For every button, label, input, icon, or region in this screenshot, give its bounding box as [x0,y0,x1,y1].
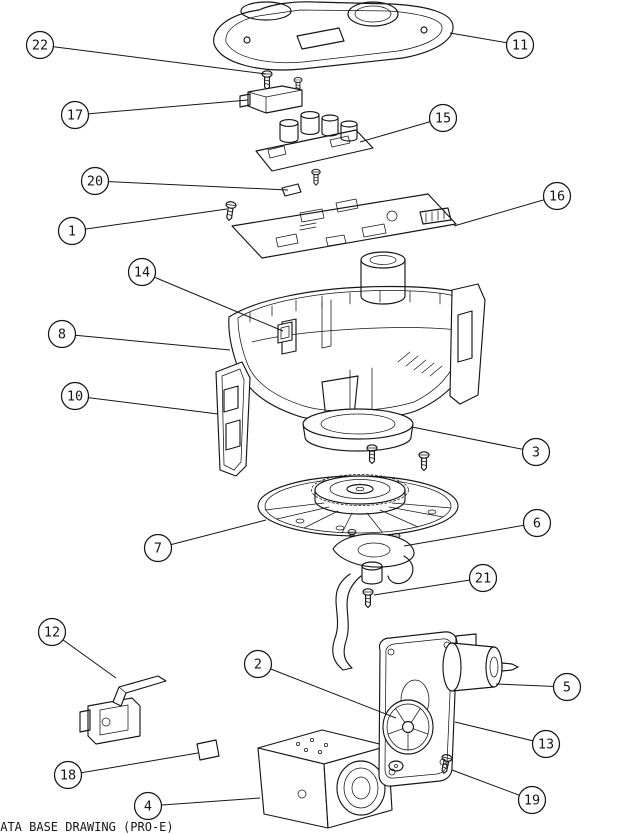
part-housing-clip [277,321,293,344]
screw-disc-right [418,451,430,472]
part-gear-disc [257,474,459,537]
svg-text:21: 21 [475,571,491,587]
screw-bracket [362,588,374,609]
part-lens-ring [302,408,414,452]
svg-text:4: 4 [144,799,152,815]
svg-text:19: 19 [524,793,540,809]
leader-lines [39,32,568,807]
svg-text:6: 6 [533,516,541,532]
part-standoff-connector [281,168,321,197]
svg-text:13: 13 [538,737,554,753]
balloon-7: 7 [143,533,173,563]
balloon-12: 12 [37,617,67,647]
balloon-5: 5 [552,672,582,702]
part-chip-square [196,739,220,761]
part-main-housing [228,285,479,421]
svg-text:14: 14 [134,265,150,281]
svg-text:12: 12 [44,625,60,641]
svg-text:7: 7 [154,541,162,557]
svg-text:2: 2 [254,657,262,673]
balloon-8: 8 [47,319,77,349]
balloon-16: 16 [542,181,572,211]
svg-text:15: 15 [435,111,451,127]
svg-text:17: 17 [67,108,83,124]
balloon-6: 6 [522,508,552,538]
part-upper-pcb [255,111,374,172]
balloon-14: 14 [127,257,157,287]
balloon-10: 10 [60,381,90,411]
part-top-cover-plate [213,1,454,71]
part-motor-cylinder [360,251,406,305]
balloon-2: 2 [243,649,273,679]
svg-text:20: 20 [87,174,103,190]
part-flex-assembly [79,675,167,745]
balloon-11: 11 [505,30,535,60]
svg-text:5: 5 [563,680,571,696]
part-camera-block [257,729,393,829]
part-pan-motor [442,633,519,692]
drawing-note: DATA BASE DRAWING (PRO-E) [0,820,174,834]
balloon-19: 19 [517,785,547,815]
balloon-18: 18 [53,760,83,790]
part-left-bracket [215,361,251,477]
balloon-15: 15 [428,103,458,133]
part-ribbon-cable [332,573,362,671]
part-main-pcb [231,193,457,259]
part-bracket-assembly [332,528,415,585]
part-small-box [239,85,303,114]
balloon-21: 21 [468,563,498,593]
balloon-17: 17 [60,100,90,130]
balloon-3: 3 [521,437,551,467]
balloon-20: 20 [80,166,110,196]
balloon-22: 22 [25,30,55,60]
screw-disc-left [366,444,378,465]
svg-text:1: 1 [68,224,76,240]
svg-text:10: 10 [67,389,83,405]
svg-text:18: 18 [60,768,76,784]
part-right-bracket [449,283,486,405]
svg-text:11: 11 [512,38,528,54]
screw-main-pcb [223,200,237,222]
svg-text:16: 16 [549,189,565,205]
svg-text:3: 3 [532,445,540,461]
svg-text:22: 22 [32,38,48,54]
balloon-4: 4 [133,791,163,821]
balloon-1: 1 [57,216,87,246]
part-drive-gear [382,699,434,772]
balloon-13: 13 [531,729,561,759]
svg-text:8: 8 [58,327,66,343]
